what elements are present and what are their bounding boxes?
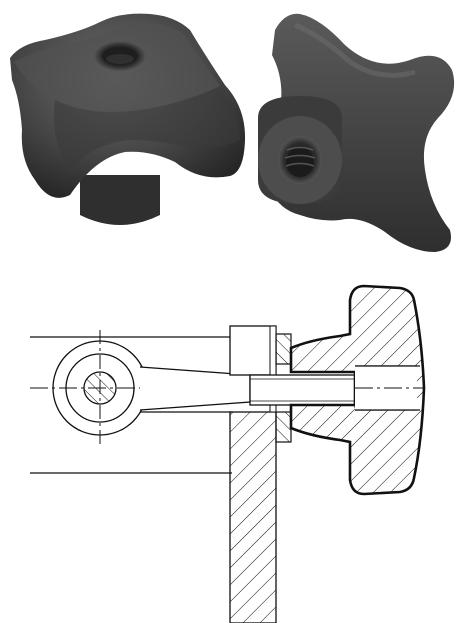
star-knob-photo-top-view xyxy=(10,13,246,225)
star-knob-mounting-section-drawing xyxy=(30,284,426,623)
star-knob-photo-threaded-boss-view xyxy=(258,13,455,252)
washer-section xyxy=(275,333,292,443)
clamp-plate-section xyxy=(229,325,277,623)
eye-bolt xyxy=(52,340,251,436)
knob-boss xyxy=(80,175,160,225)
star-knob-section xyxy=(289,284,426,496)
